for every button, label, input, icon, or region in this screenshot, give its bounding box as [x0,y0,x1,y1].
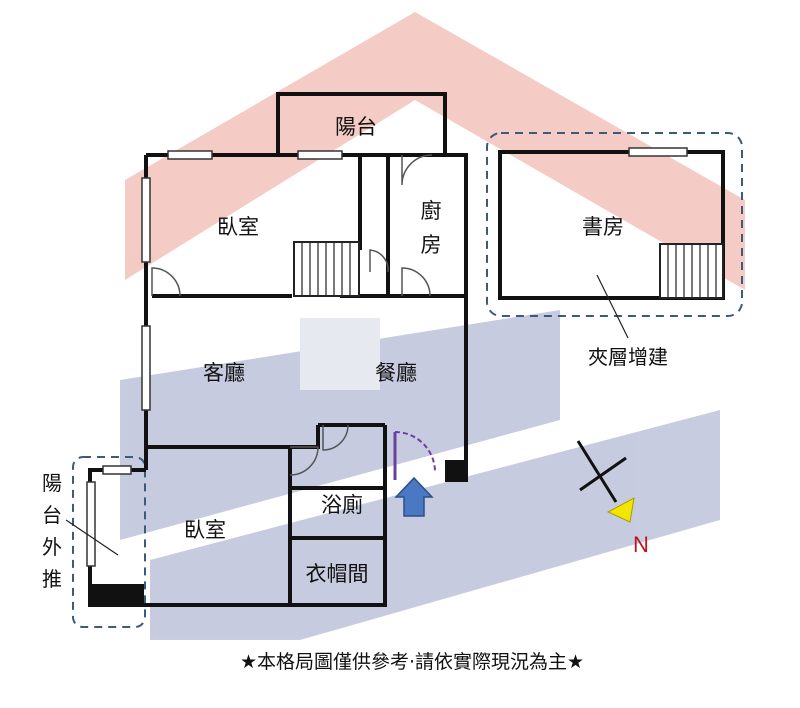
mezzanine-annotation: 夾層增建 [588,345,668,369]
room-label-balcony: 陽台 [335,115,377,139]
column-block [445,460,466,480]
room-label-kitchen-2: 房 [421,233,442,257]
svg-text:外: 外 [42,535,62,559]
windows [86,147,688,567]
room-label-bedroom-bottom: 臥室 [184,518,226,542]
balcony-extension-dashed-outline [72,456,146,628]
svg-text:推: 推 [42,567,62,591]
room-label-bedroom-top: 臥室 [217,215,259,239]
disclaimer-footer: ★本格局圖僅供參考‧請依實際現況為主★ [240,651,584,673]
watermark-background [120,12,745,640]
room-label-dining-room: 餐廳 [375,361,417,385]
entrance-arrow-icon [394,476,434,517]
watermark-logo [300,318,380,390]
room-label-closet: 衣帽間 [306,562,369,586]
stairs-mezzanine [659,243,724,299]
north-label: N [633,532,649,557]
column-block-balcony [90,584,144,605]
room-label-kitchen-1: 廚 [421,199,442,223]
doors [151,154,436,480]
svg-text:陽: 陽 [42,471,62,495]
entrance-door-arc [394,430,436,480]
mezzanine-dashed-outline [486,132,743,317]
room-label-study: 書房 [582,215,624,239]
svg-text:台: 台 [42,503,62,527]
room-label-bathroom: 浴廁 [321,493,363,517]
room-label-balcony-extension: 陽 台 外 推 [42,471,62,591]
stairs-main [293,241,360,297]
north-compass-icon: N [576,440,649,557]
room-label-living-room: 客廳 [203,361,245,385]
mezzanine-pointer-line [596,274,629,339]
balcony-pointer-line [65,519,119,556]
